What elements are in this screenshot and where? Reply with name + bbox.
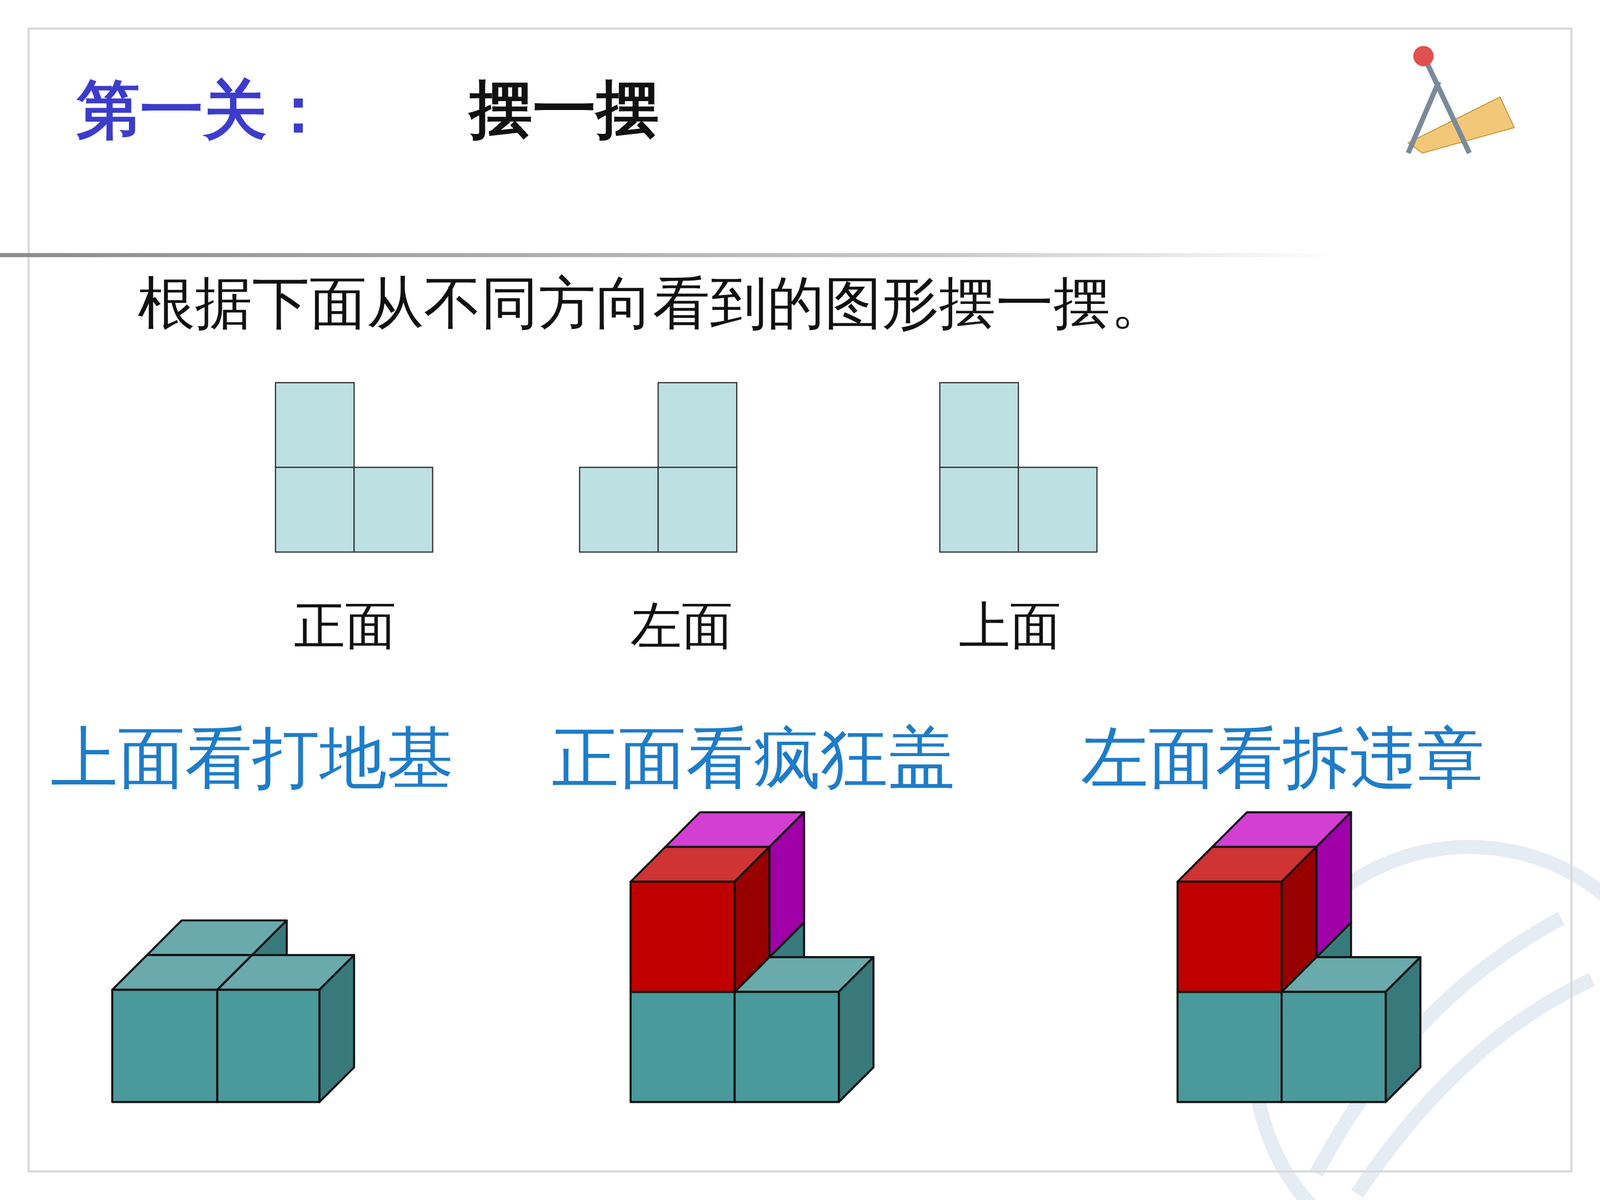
cube xyxy=(1177,846,1317,992)
watermark xyxy=(1255,846,1600,1200)
front-view-grid xyxy=(275,382,433,553)
view-label: 左面 xyxy=(630,596,733,656)
cube xyxy=(1281,957,1421,1103)
step-caption: 正面看疯狂盖 xyxy=(551,719,955,797)
foundation-cubes xyxy=(112,920,354,1103)
left-view-grid xyxy=(579,382,737,553)
slide-frame xyxy=(28,28,1572,1172)
step-caption: 左面看拆违章 xyxy=(1081,719,1485,797)
step-caption: 上面看打地基 xyxy=(50,719,454,797)
view-label: 上面 xyxy=(958,596,1062,656)
view-label: 正面 xyxy=(293,596,397,656)
cube xyxy=(217,955,354,1102)
separator-line xyxy=(0,253,1337,258)
cube xyxy=(630,846,770,992)
instruction-text: 根据下面从不同方向看到的图形摆一摆。 xyxy=(137,270,1168,337)
built-up-cubes xyxy=(630,812,874,1103)
trimmed-cubes xyxy=(1177,812,1421,1103)
slide-title: 第一关： xyxy=(76,73,330,147)
slide-subtitle: 摆一摆 xyxy=(469,73,660,147)
cube xyxy=(734,957,874,1103)
tool-icon xyxy=(1408,46,1515,154)
top-view-grid xyxy=(940,382,1098,553)
